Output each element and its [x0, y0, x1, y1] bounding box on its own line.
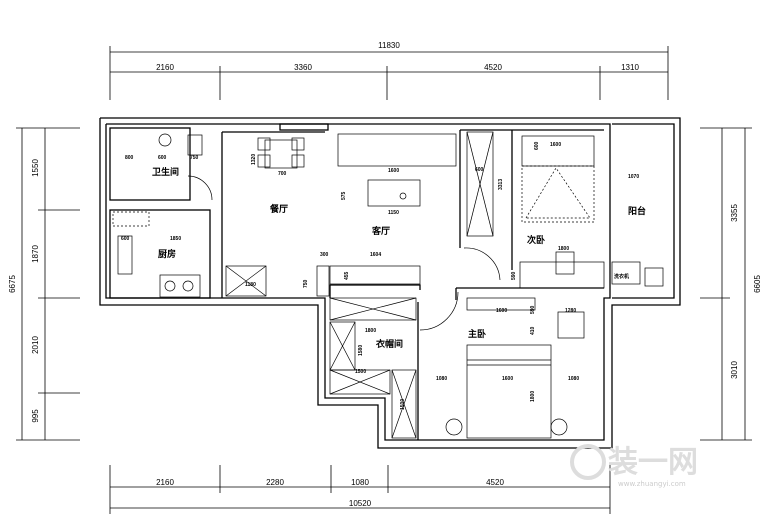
inner-dim: 590 [511, 271, 517, 280]
inner-dim: 600 [534, 141, 540, 150]
inner-dim: 1080 [436, 376, 447, 382]
inner-dim: 750 [190, 155, 199, 161]
dim-bottom: 4520 [486, 478, 504, 487]
room-label-kitchen: 厨房 [158, 248, 176, 260]
inner-dim: 3313 [498, 179, 504, 190]
dimension-labels: 11830 2160 3360 4520 1310 2160 2280 1080… [8, 41, 762, 508]
walls [99, 117, 681, 449]
inner-dim: 1600 [388, 168, 399, 174]
dim-top: 4520 [484, 63, 502, 72]
washer-label: 洗衣机 [614, 273, 629, 280]
inner-dim: 590 [530, 305, 536, 314]
inner-dim: 1150 [388, 210, 399, 216]
inner-dim: 750 [303, 279, 309, 288]
dim-left: 1870 [31, 245, 40, 263]
inner-dim: 1070 [628, 174, 639, 180]
inner-dim: 1280 [565, 308, 576, 314]
inner-dim: 1600 [550, 142, 561, 148]
watermark-url: www.zhuangyi.com [618, 480, 686, 488]
dim-top-total: 11830 [378, 41, 400, 50]
room-label-dining: 餐厅 [269, 203, 288, 215]
dim-left: 1550 [31, 159, 40, 177]
inner-dim: 1800 [365, 328, 376, 334]
dim-right: 3010 [730, 361, 739, 379]
inner-dim: 600 [475, 167, 484, 173]
inner-dimension-labels: 800 600 750 600 1850 1320 700 1600 575 1… [121, 141, 639, 410]
inner-dim: 1320 [251, 154, 257, 165]
inner-dim: 1604 [370, 252, 381, 258]
furniture [112, 131, 664, 439]
inner-dim: 410 [530, 326, 536, 335]
inner-dim: 1850 [170, 236, 181, 242]
room-label-master-bedroom: 主卧 [468, 328, 486, 340]
inner-dim: 1600 [496, 308, 507, 314]
dim-right-total: 6605 [753, 275, 762, 293]
watermark: 装一网 www.zhuangyi.com [570, 444, 698, 488]
dimension-lines [16, 46, 752, 514]
dim-bottom: 2160 [156, 478, 174, 487]
dim-left: 2010 [31, 336, 40, 354]
room-label-balcony: 阳台 [628, 205, 646, 217]
dim-top: 1310 [621, 63, 639, 72]
dim-left: 995 [31, 409, 40, 423]
room-label-living: 客厅 [371, 225, 390, 237]
inner-dim: 1600 [502, 376, 513, 382]
inner-dim: 1500 [400, 399, 406, 410]
inner-dim: 800 [125, 155, 134, 161]
dim-top: 2160 [156, 63, 174, 72]
dim-left-total: 6675 [8, 275, 17, 293]
room-labels: 卫生间 厨房 餐厅 客厅 次卧 阳台 主卧 衣帽间 洗衣机 [152, 166, 646, 350]
inner-dim: 1180 [245, 282, 256, 288]
room-label-bathroom: 卫生间 [152, 166, 179, 178]
watermark-text: 装一网 [608, 445, 698, 480]
inner-dim: 700 [278, 171, 287, 177]
inner-dim: 455 [344, 271, 350, 280]
inner-dim: 600 [158, 155, 167, 161]
inner-dim: 1580 [358, 345, 364, 356]
inner-dim: 300 [320, 252, 329, 258]
dim-bottom-total: 10520 [349, 499, 372, 508]
inner-dim: 1080 [568, 376, 579, 382]
room-label-cloakroom: 衣帽间 [376, 338, 403, 350]
inner-dim: 575 [341, 191, 347, 200]
inner-dim: 1800 [558, 246, 569, 252]
inner-dim: 600 [121, 236, 130, 242]
dim-bottom: 1080 [351, 478, 369, 487]
inner-dim: 1500 [355, 369, 366, 375]
dim-top: 3360 [294, 63, 312, 72]
doors [187, 175, 501, 331]
inner-dim: 1800 [530, 391, 536, 402]
dim-bottom: 2280 [266, 478, 284, 487]
dim-right: 3355 [730, 204, 739, 222]
room-label-second-bedroom: 次卧 [527, 234, 545, 246]
